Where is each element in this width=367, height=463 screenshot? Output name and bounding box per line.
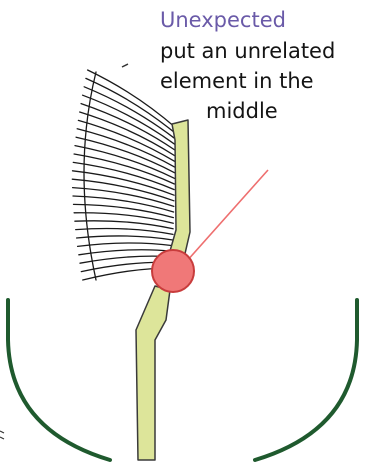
gill-line bbox=[78, 243, 173, 246]
annotation-line-3: middle bbox=[160, 96, 365, 126]
gill-line bbox=[75, 221, 173, 229]
gill-line bbox=[73, 162, 174, 189]
annotation-body: put an unrelated element in the middle bbox=[160, 36, 365, 126]
stray-mark-2 bbox=[0, 431, 4, 439]
frame bbox=[8, 300, 357, 460]
annotation-title: Unexpected bbox=[160, 6, 365, 34]
stem-lower bbox=[136, 286, 170, 460]
cap-edge bbox=[84, 72, 96, 280]
stray-mark bbox=[122, 64, 128, 67]
annotation-line-1: put an unrelated bbox=[160, 36, 365, 66]
gill-line bbox=[74, 204, 174, 217]
gill-line bbox=[77, 236, 173, 240]
annotation-line-2: element in the bbox=[160, 66, 365, 96]
gill-line bbox=[73, 196, 174, 212]
unrelated-red-dot bbox=[152, 250, 194, 292]
gill-line bbox=[79, 250, 173, 255]
gill-line bbox=[76, 137, 175, 173]
pointer-line bbox=[186, 170, 268, 262]
gill-line bbox=[76, 229, 173, 235]
